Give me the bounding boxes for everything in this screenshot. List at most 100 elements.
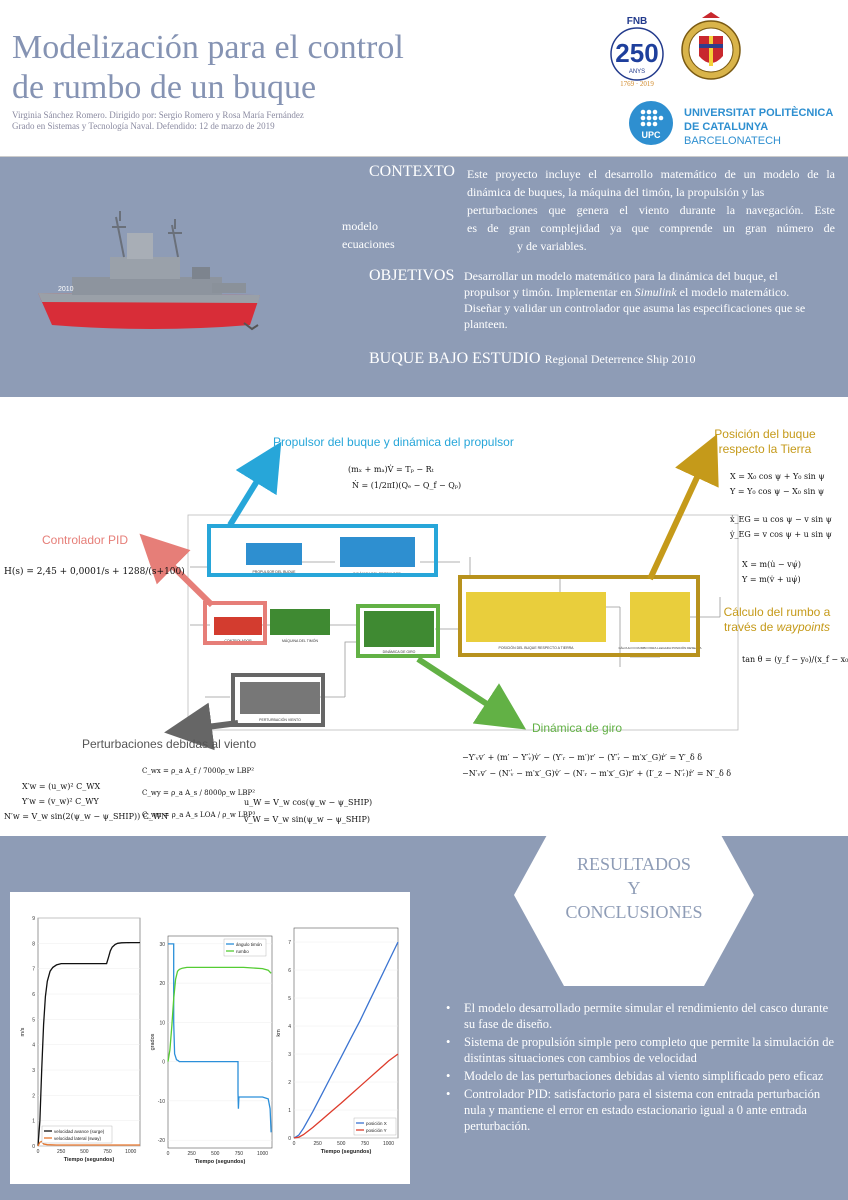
x-tick-label: 750 [103, 1149, 112, 1155]
legend-label: rumbo [236, 949, 249, 954]
frame-propulsor [207, 524, 438, 577]
x-axis-label: Tiempo (segundos) [195, 1159, 246, 1165]
label-rumbo-line-1: Cálculo del rumbo a [723, 605, 831, 619]
upc-logo-letters: UPC [641, 130, 661, 140]
fnb-logo-letters: FNB [627, 16, 648, 27]
results-heading-line-1: RESULTADOS [577, 854, 691, 874]
arrow-controlador [139, 533, 215, 608]
eq-pos-4: ẏ_EG = v cos ψ + u sin ψ [730, 530, 832, 539]
series-line [293, 941, 399, 1139]
frame-controlador [203, 601, 267, 645]
eq-wind-8: v_W = V_w sin(ψ_w − ψ_SHIP) [244, 815, 370, 824]
y-tick-label: 6 [288, 968, 291, 974]
upc-name: UNIVERSITAT POLITÈCNICA DE CATALUNYA BAR… [684, 106, 848, 148]
block-controlador-fill [214, 617, 262, 635]
eq-wind-2: Y′w = (v_w)² C_WY [22, 797, 99, 806]
x-tick-label: 750 [361, 1141, 370, 1147]
label-propulsor: Propulsor del buque y dinámica del propu… [273, 435, 514, 449]
x-tick-label: 1000 [125, 1149, 136, 1155]
poster-title: Modelización para el control de rumbo de… [12, 28, 492, 108]
degree-line: Grado en Sistemas y Tecnología Naval. De… [12, 121, 275, 131]
eq-pos-2: Y = Y₀ cos ψ − X₀ sin ψ [730, 487, 825, 496]
objetivos-line2-part-a: propulsor y timón. Implementar en [464, 285, 635, 299]
eq-giro-2: −N′ᵥv′ − (N′ᵥ̇ − m′x′_G)v̇′ − (N′ᵣ − m′x… [462, 769, 732, 778]
block-posicion-fill [466, 592, 606, 642]
objetivos-text-line-3: Diseñar y validar un controlador que asu… [464, 301, 806, 315]
contexto-text-line-1: Este proyecto incluye el desarrollo mate… [467, 167, 835, 181]
objetivos-text-line-1: Desarrollar un modelo matemático para la… [464, 269, 778, 283]
y-tick-label: 20 [159, 981, 165, 987]
signal-lines [187, 514, 739, 731]
conclusion-item: Controlador PID: satisfactorio para el s… [438, 1086, 838, 1134]
legend-label: velocidad lateral (sway) [54, 1136, 102, 1141]
objetivos-text-line-2: propulsor y timón. Implementar en Simuli… [464, 284, 836, 300]
series-line [168, 943, 272, 1133]
label-giro: Dinámica de giro [532, 721, 623, 735]
x-tick-label: 1000 [383, 1141, 394, 1147]
authors-line: Virginia Sánchez Romero. Dirigido por: S… [12, 110, 304, 120]
conclusion-item: El modelo desarrollado permite simular e… [438, 1000, 838, 1032]
series-line [37, 941, 140, 1147]
label-posicion: Posición del buque respecto la Tierra [700, 427, 830, 457]
y-tick-label: 1 [288, 1108, 291, 1114]
results-heading-line-3: CONCLUSIONES [565, 902, 703, 922]
buque-name: Regional Deterrence Ship 2010 [544, 352, 696, 366]
x-tick-label: 500 [211, 1151, 220, 1157]
x-tick-label: 750 [235, 1151, 244, 1157]
frame-posicion [458, 575, 700, 657]
x-tick-label: 0 [37, 1149, 40, 1155]
chart-frame [293, 927, 399, 1139]
y-tick-label: 4 [288, 1024, 291, 1030]
frame-dinamica-giro [356, 604, 440, 658]
eq-pos-1: X = X₀ cos ψ + Y₀ sin ψ [730, 472, 825, 481]
series-line [167, 966, 272, 1062]
block-propulsor-label: PROPULSOR DEL BUQUE [252, 570, 296, 574]
upc-name-line-3: BARCELONATECH [684, 135, 781, 147]
y-tick-label: 7 [32, 967, 35, 973]
label-posicion-line-1: Posición del buque [714, 427, 816, 441]
eq-wind-4: C_wx = ρ_a A_f / 7000ρ_w LBP² [142, 767, 255, 775]
chart-frame [37, 917, 141, 1147]
block-perturbacion-label: PERTURBACIÓN VIENTO [259, 717, 301, 722]
diagram-canvas: PROPULSOR DEL BUQUE DINÁMICA DEL PROPULS… [139, 434, 739, 751]
legend-label: velocidad avance (surge) [54, 1129, 105, 1134]
contexto-heading: CONTEXTO [369, 163, 455, 180]
legend-label: posición Y [366, 1128, 387, 1133]
eq-pos-6: Y = m(v̇ + uψ̇) [742, 575, 801, 584]
crest-logo [680, 10, 742, 92]
eq-wind-5: C_wy = ρ_a A_s / 8000ρ_w LBP² [142, 789, 256, 797]
arrow-perturbacion [164, 702, 239, 751]
chart-legend [223, 938, 267, 957]
y-tick-label: 2 [288, 1080, 291, 1086]
y-tick-label: 10 [159, 1020, 165, 1026]
simulink-term: Simulink [634, 285, 677, 299]
legend-label: posición X [366, 1121, 387, 1126]
objetivos-line2-part-c: el modelo matemático. [676, 285, 790, 299]
x-tick-label: 1000 [257, 1151, 268, 1157]
block-dinamica-giro-label: DINÁMICA DE GIRO [383, 650, 416, 654]
y-tick-label: 0 [32, 1144, 35, 1150]
y-tick-label: 3 [288, 1052, 291, 1058]
label-controlador: Controlador PID [42, 533, 129, 547]
title-line-1: Modelización para el control [12, 29, 404, 66]
eq-wind-1: X′w = (u_w)² C_WX [22, 782, 101, 791]
arrow-posicion [647, 434, 719, 581]
objetivos-text: Desarrollar un modelo matemático para la… [464, 268, 836, 332]
buque-row: BUQUE BAJO ESTUDIO Regional Deterrence S… [369, 350, 696, 368]
y-tick-label: 6 [32, 992, 35, 998]
y-tick-label: 9 [32, 916, 35, 922]
y-tick-label: 4 [32, 1043, 35, 1049]
contexto-text-line-2: dinámica de buques, la máquina del timón… [467, 185, 765, 199]
eq-propulsor-1: (mₓ + mₐ)V̇ = Tₚ − Rₜ [348, 465, 434, 474]
label-rumbo-line-2-text: través de [723, 620, 777, 634]
results-hexagon [514, 804, 754, 986]
legend-label: ángulo timón [236, 942, 262, 947]
x-tick-label: 250 [57, 1149, 66, 1155]
block-dinamica-giro-fill [364, 611, 434, 647]
results-heading-line-2: Y [627, 878, 641, 898]
eq-giro-1: −Y′ᵥv′ + (m′ − Y′ᵥ̇)v̇′ − (Y′ᵣ − m′)r′ −… [462, 753, 703, 762]
y-axis-label: grados [150, 1033, 156, 1050]
